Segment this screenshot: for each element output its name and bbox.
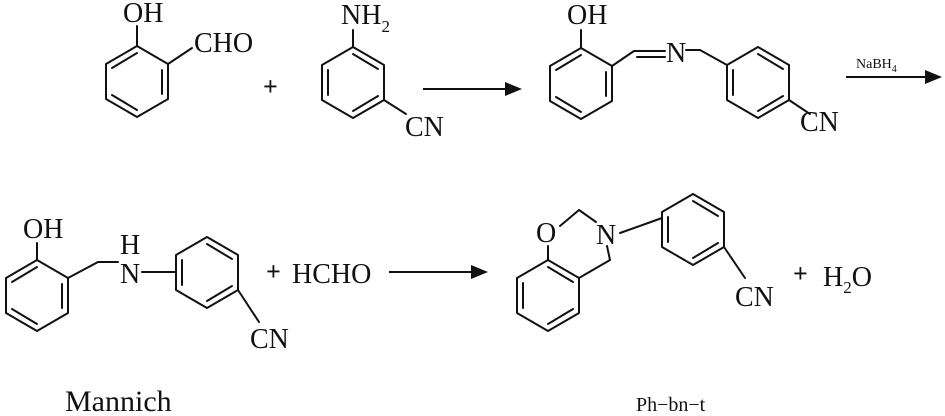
ch-bond [611, 50, 635, 67]
benzonitrile-inner-bond [206, 285, 233, 302]
product-caption: Ph−bn−t [636, 394, 706, 416]
benzo-ring [516, 259, 580, 332]
water-label: H2O [823, 262, 872, 297]
imine-structure: OH N CN [549, 0, 839, 138]
cho-label: CHO [194, 28, 253, 59]
benzonitrile-benzene-ring [726, 46, 790, 119]
benzonitrile-inner-bond [692, 200, 719, 217]
aminobenzonitrile-inner-bond [352, 53, 379, 70]
hcho-label: HCHO [292, 259, 371, 290]
plus-sign: + [793, 259, 808, 288]
phenol-inner-bond [11, 308, 38, 325]
nh-h-label: H [120, 230, 140, 261]
imine-n-label: N [666, 38, 686, 69]
oxazine-bond [578, 209, 597, 223]
nh-n-label: N [120, 259, 140, 290]
benzo-inner-bond [547, 308, 574, 325]
benzonitrile-inner-bond [757, 53, 784, 70]
reduction-arrow: NaBH4 [846, 57, 942, 84]
phenol-inner-bond [11, 266, 38, 283]
benzonitrile-benzene-ring [661, 193, 725, 266]
mannich-caption: Mannich [65, 385, 172, 416]
oxazine-bond [559, 209, 580, 227]
benzonitrile-inner-bond [206, 243, 233, 260]
benzonitrile-inner-bond [692, 242, 719, 259]
cn-label: CN [800, 107, 839, 138]
oh-label: OH [567, 0, 607, 31]
oxazine-o-label: O [536, 218, 556, 249]
aminobenzonitrile-structure: NH2 CN [321, 0, 444, 143]
oh-label: OH [123, 0, 163, 29]
salicylaldehyde-inner-bond [111, 52, 138, 69]
cn-label: CN [250, 324, 289, 355]
cn-bond [383, 99, 407, 115]
cho-bond [167, 47, 193, 65]
plus-sign: + [266, 257, 281, 286]
salicylaldehyde-structure: OH CHO [105, 0, 253, 118]
reagent-label: NaBH4 [856, 57, 897, 75]
phenol-benzene-ring [5, 259, 69, 332]
cn-label: CN [735, 282, 774, 313]
reaction-arrow [389, 265, 488, 279]
mannich-amine-structure: OH H N CN [5, 214, 289, 355]
phenol-benzene-ring [549, 47, 613, 120]
aminobenzonitrile-benzene-ring [321, 46, 385, 119]
oxazine-n-label: N [596, 220, 616, 251]
benzonitrile-inner-bond [757, 95, 784, 112]
n-aryl-bond [699, 49, 728, 66]
oh-label: OH [23, 214, 63, 245]
salicylaldehyde-inner-bond [111, 94, 138, 111]
plus-sign: + [263, 72, 278, 101]
ch2-bond [67, 261, 99, 279]
oxazine-bond [578, 259, 611, 279]
cn-bond [788, 99, 811, 115]
salicylaldehyde-benzene-ring [105, 45, 169, 118]
cn-bond [237, 289, 260, 323]
phenol-inner-bond [555, 96, 582, 113]
cn-label: CN [405, 112, 444, 143]
n-aryl-bond [619, 217, 663, 234]
aminobenzonitrile-inner-bond [352, 95, 379, 112]
benzo-inner-bond [547, 266, 574, 283]
phenol-inner-bond [555, 54, 582, 71]
cn-bond [723, 246, 746, 279]
reaction-arrow [423, 82, 522, 96]
oxazine-bond [606, 245, 611, 261]
benzoxazine-structure: O N CN [516, 193, 774, 332]
benzonitrile-benzene-ring [175, 236, 239, 309]
nh2-label: NH2 [341, 0, 390, 36]
